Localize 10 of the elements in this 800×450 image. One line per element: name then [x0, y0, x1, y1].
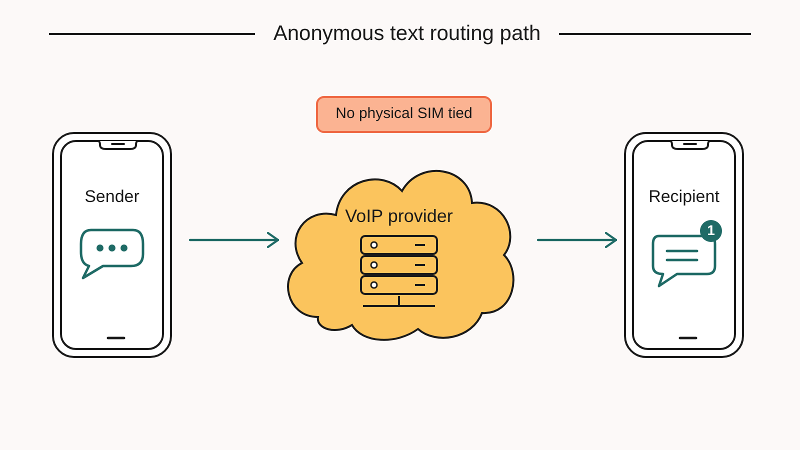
- notification-badge: 1: [700, 220, 722, 242]
- node-label: VoIP provider: [345, 205, 453, 228]
- note-tag: No physical SIM tied: [316, 96, 492, 133]
- title: Anonymous text routing path: [273, 21, 541, 47]
- phone-outline: [624, 132, 744, 358]
- arrow: [188, 232, 280, 248]
- arrow: [536, 232, 618, 248]
- node-label: Recipient: [648, 186, 720, 208]
- phone-outline: [52, 132, 172, 358]
- node-label: Sender: [84, 186, 140, 208]
